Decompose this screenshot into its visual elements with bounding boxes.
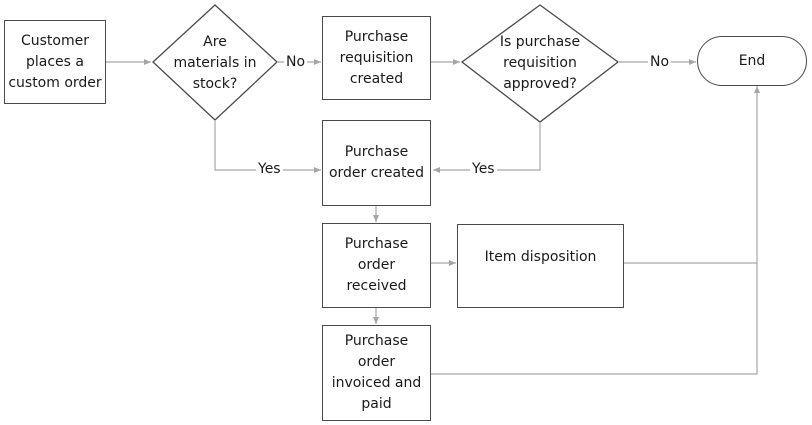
node-decision-approved: Is purchase requisition approved? (480, 22, 600, 104)
node-po-received: Purchase order received (322, 223, 431, 308)
node-decision-stock: Are materials in stock? (165, 22, 265, 104)
node-end: End (697, 36, 807, 86)
edge-label-stock-yes: Yes (256, 161, 283, 177)
node-decision-approved-label: Is purchase requisition approved? (499, 33, 581, 92)
node-po-invoiced: Purchase order invoiced and paid (322, 325, 431, 421)
node-decision-stock-label: Are materials in stock? (173, 33, 257, 92)
node-requisition-created-label: Purchase requisition created (339, 28, 414, 87)
node-requisition-created: Purchase requisition created (322, 16, 431, 100)
node-po-created-label: Purchase order created (328, 144, 425, 181)
edge-disposition-to-end (624, 86, 760, 264)
node-po-created: Purchase order created (322, 120, 431, 206)
edge-approved-yes (433, 122, 541, 173)
node-item-disposition: Item disposition (457, 224, 624, 308)
edge-label-approved-yes: Yes (470, 161, 497, 177)
node-po-received-label: Purchase order received (344, 236, 409, 294)
node-item-disposition-label: Item disposition (484, 249, 597, 265)
edge-invoiced-to-end (431, 263, 758, 375)
node-end-label: End (738, 52, 766, 69)
node-customer-order: Customer places a custom order (4, 20, 106, 104)
edge-stock-yes (214, 120, 321, 173)
node-customer-order-label: Customer places a custom order (8, 32, 102, 91)
edge-label-approved-no: No (648, 54, 672, 70)
edge-label-stock-no: No (284, 54, 308, 70)
node-po-invoiced-label: Purchase order invoiced and paid (331, 333, 422, 412)
